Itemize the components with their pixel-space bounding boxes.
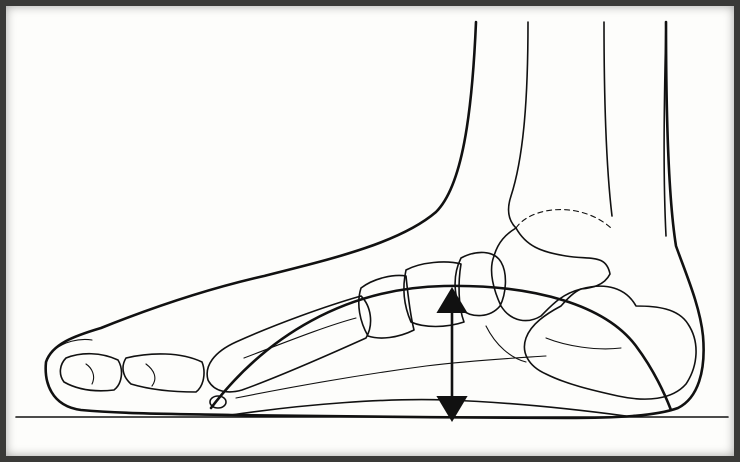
distal-phalanx-bone [60, 354, 121, 391]
calcaneus-bone [524, 286, 696, 399]
proximal-phalanx-bone [123, 354, 204, 392]
navicular-bone [455, 252, 505, 315]
calcaneus-inner-line [546, 338, 621, 349]
arch-curve [211, 286, 671, 410]
cuneiform-bone-1 [404, 262, 464, 327]
foot-arch-illustration [6, 6, 734, 456]
tibia-front-edge [509, 22, 528, 228]
cuboid-line [486, 326, 526, 362]
illustration-canvas [6, 6, 734, 456]
metatarsal-shaft-line [244, 318, 356, 358]
tibia-back-edge [604, 22, 612, 216]
talus-dome-dashed [516, 210, 611, 228]
talus-bone [492, 228, 610, 321]
plantar-arch-line [231, 400, 626, 416]
fibula-edge [664, 22, 666, 236]
lesser-metatarsal-line [236, 356, 546, 398]
